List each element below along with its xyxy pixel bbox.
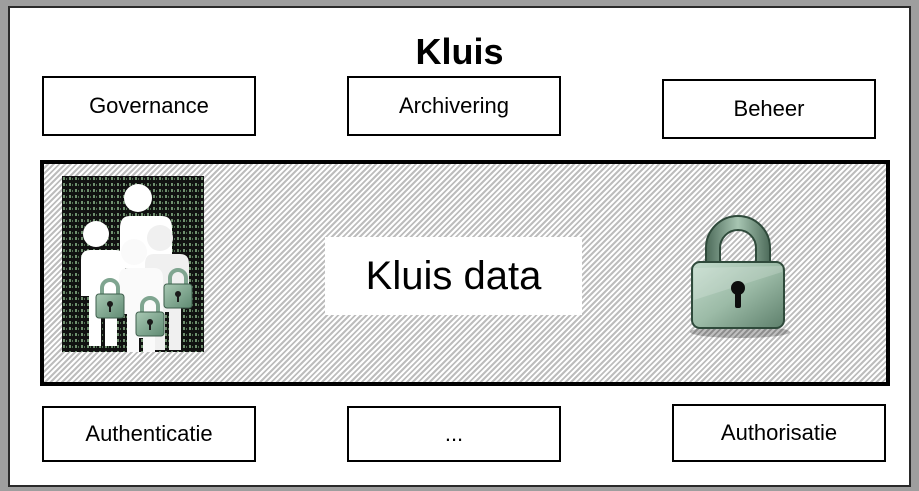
padlock-icon [690,215,790,338]
box-ellipsis: ... [347,406,561,462]
box-authenticatie: Authenticatie [42,406,256,462]
vault-data-label: Kluis data [325,237,582,315]
box-archivering: Archivering [347,76,561,136]
diagram-title: Kluis [415,31,504,72]
people-with-padlocks-icon [62,176,204,352]
box-governance: Governance [42,76,256,136]
box-authorisatie: Authorisatie [672,404,886,462]
box-beheer: Beheer [662,79,876,139]
